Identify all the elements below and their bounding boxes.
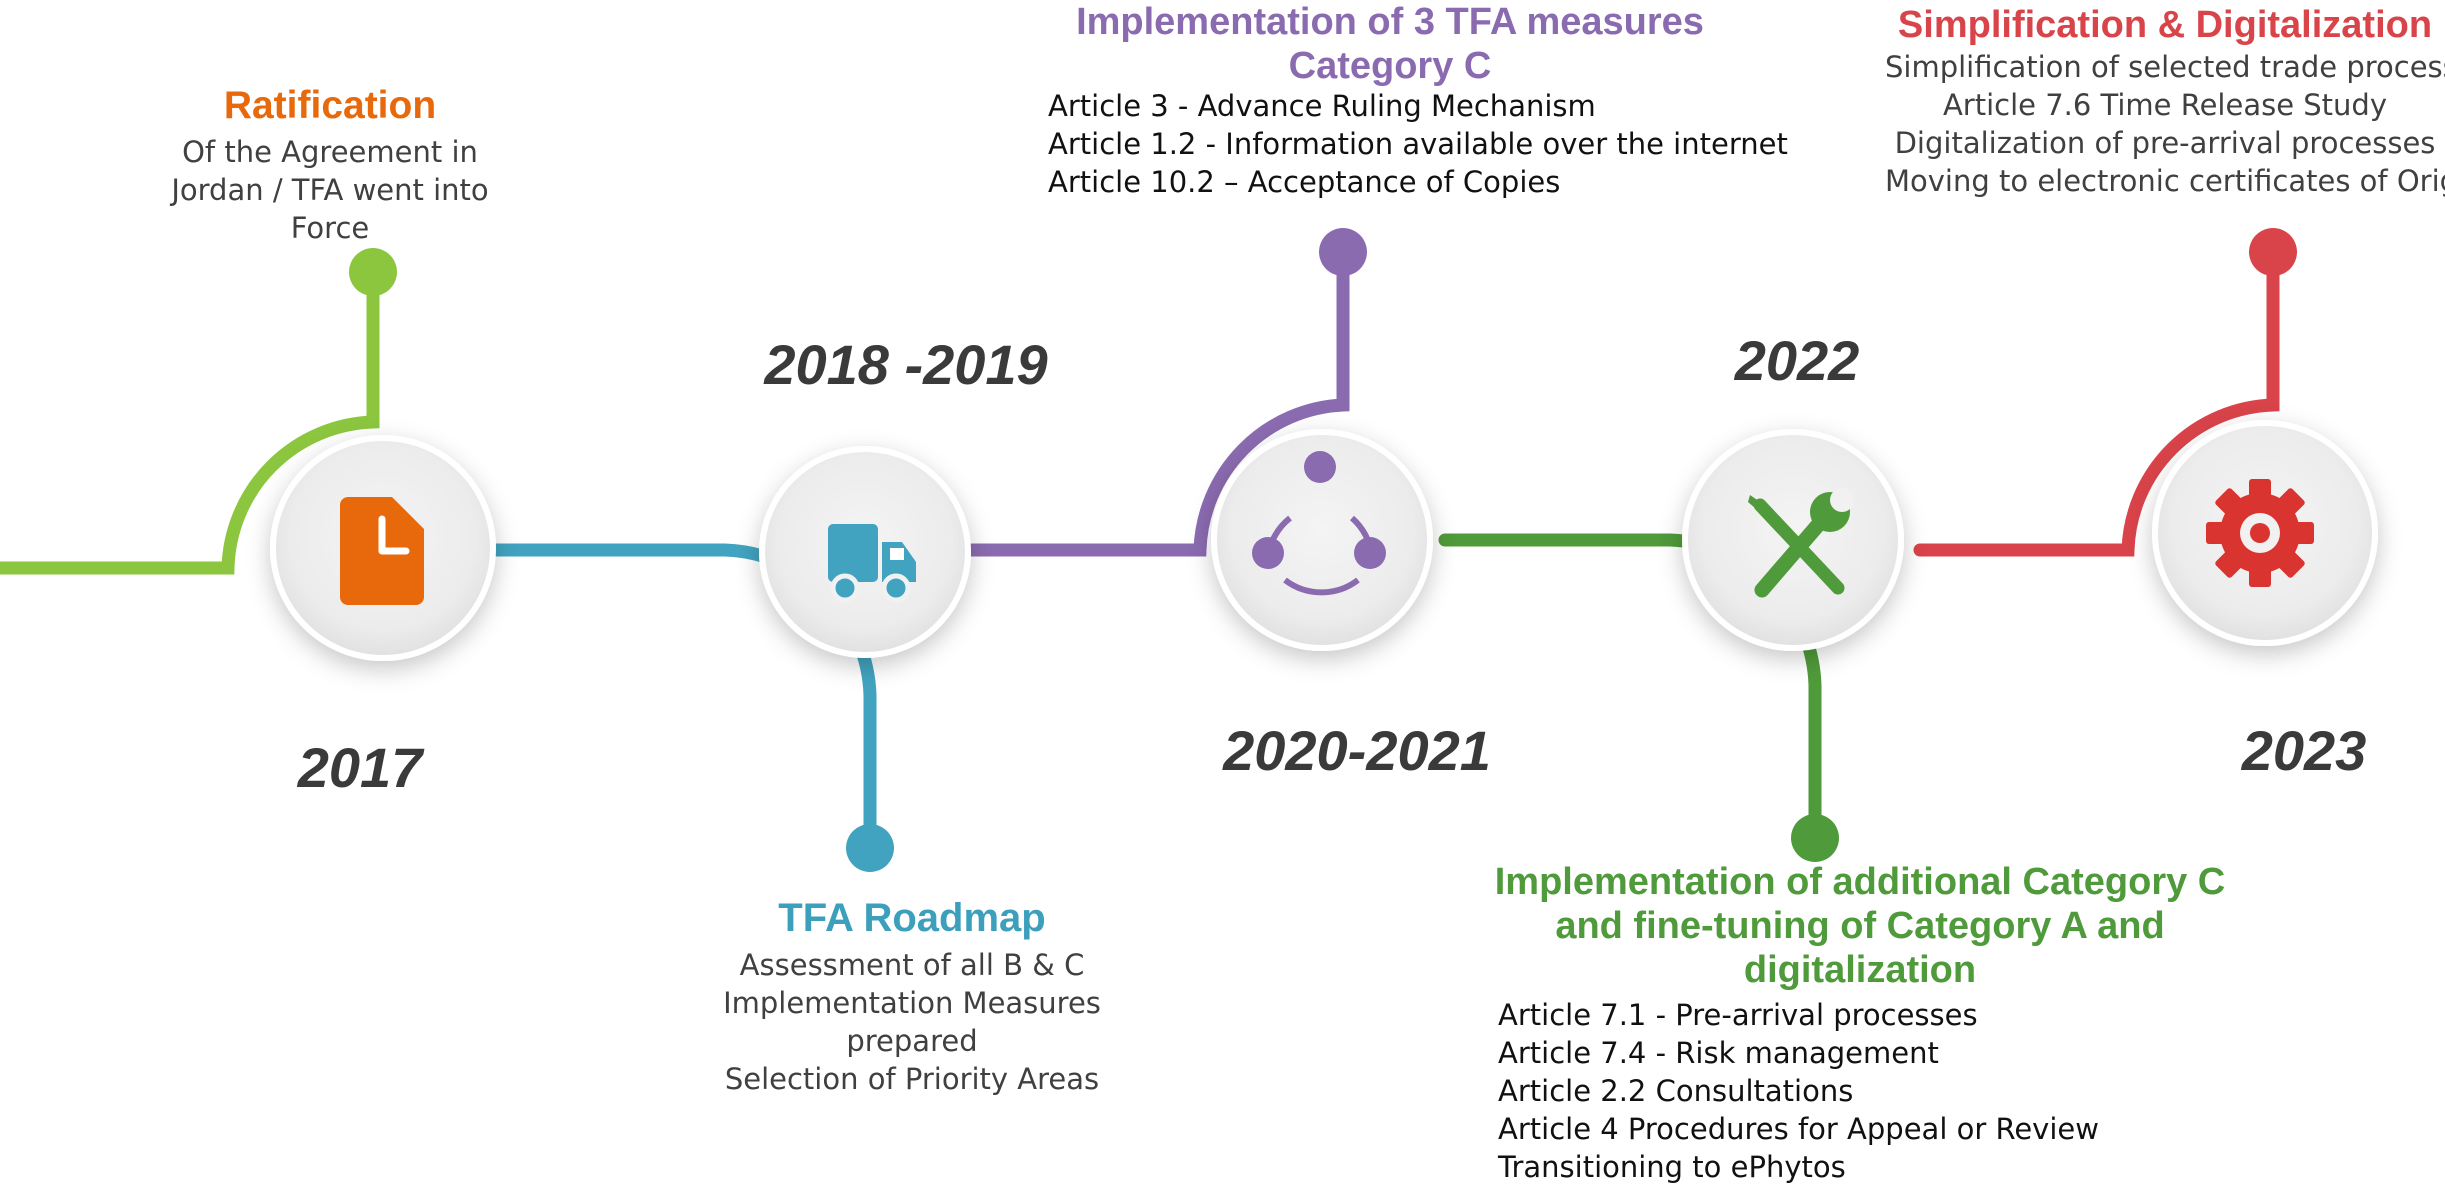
article-item: Article 7.4 - Risk management (1498, 1036, 1939, 1070)
article-item: Article 10.2 – Acceptance of Copies (1048, 165, 1561, 199)
milestone-dot-2018-2019 (846, 824, 894, 872)
milestone-description-ratification: Of the Agreement in Jordan / TFA went in… (130, 133, 530, 247)
title-line: Implementation of additional Category C (1494, 861, 2226, 903)
title-line: and fine-tuning of Category A and (1555, 905, 2165, 947)
timeline-connector-2020-2021 (965, 245, 1350, 557)
milestone-items-category-c: Article 3 - Advance Ruling Mechanism Art… (1048, 87, 1788, 201)
timeline-connector-2023 (1913, 245, 2280, 557)
description-line: Simplification of selected trade process… (1885, 50, 2445, 84)
milestone-title-tfa-roadmap: TFA Roadmap (778, 896, 1046, 940)
milestone-items-additional-category-c: Article 7.1 - Pre-arrival processes Arti… (1498, 996, 2099, 1186)
article-item: Article 7.1 - Pre-arrival processes (1498, 998, 1978, 1032)
milestone-dot-2022 (1791, 814, 1839, 862)
milestone-description-simplification: Simplification of selected trade process… (1885, 48, 2445, 200)
year-label-2018-2019: 2018 -2019 (764, 333, 1048, 396)
milestone-description-tfa-roadmap: Assessment of all B & C Implementation M… (712, 946, 1112, 1098)
milestone-title-additional-category-c: Implementation of additional Category C … (1460, 860, 2260, 992)
year-label-2020-2021: 2020-2021 (1223, 719, 1491, 782)
description-line: Moving to electronic certificates of Ori… (1885, 164, 2445, 198)
milestone-dot-2017 (349, 248, 397, 296)
milestone-dot-2020-2021 (1319, 228, 1367, 276)
description-line: Digitalization of pre-arrival processes (1894, 126, 2436, 160)
milestone-title-ratification: Ratification (223, 84, 437, 127)
title-line: Implementation of 3 TFA measures (1076, 1, 1704, 43)
description-line: Implementation Measures (723, 986, 1101, 1020)
gear-icon (2206, 479, 2314, 587)
timeline-connector-2017 (0, 265, 380, 575)
tools-icon (1748, 488, 1854, 598)
article-item: Transitioning to ePhytos (1498, 1150, 1846, 1184)
article-item: Article 4 Procedures for Appeal or Revie… (1498, 1112, 2099, 1146)
article-item: Article 2.2 Consultations (1498, 1074, 1854, 1108)
description-line: Article 7.6 Time Release Study (1942, 88, 2388, 122)
description-line: prepared (846, 1024, 978, 1058)
description-line: Selection of Priority Areas (724, 1062, 1100, 1096)
document-icon (340, 497, 424, 605)
description-line: Of the Agreement in (182, 135, 478, 169)
year-label-2023: 2023 (2241, 719, 2367, 782)
article-item: Article 3 - Advance Ruling Mechanism (1048, 89, 1596, 123)
description-line: Force (290, 211, 370, 245)
milestone-circle-2020-2021 (1211, 429, 1433, 651)
title-line: Category C (1288, 45, 1492, 87)
truck-icon (828, 524, 916, 603)
description-line: Jordan / TFA went into (171, 173, 489, 207)
milestone-dot-2023 (2249, 228, 2297, 276)
milestone-title-category-c: Implementation of 3 TFA measures Categor… (1050, 0, 1730, 88)
article-item: Article 1.2 - Information available over… (1048, 127, 1788, 161)
milestone-title-simplification: Simplification & Digitalization (1897, 4, 2433, 46)
description-line: Assessment of all B & C (739, 948, 1085, 982)
title-line: digitalization (1743, 949, 1977, 991)
share-network-icon (1252, 451, 1386, 596)
year-label-2022: 2022 (1734, 329, 1860, 392)
year-label-2017: 2017 (297, 736, 423, 799)
